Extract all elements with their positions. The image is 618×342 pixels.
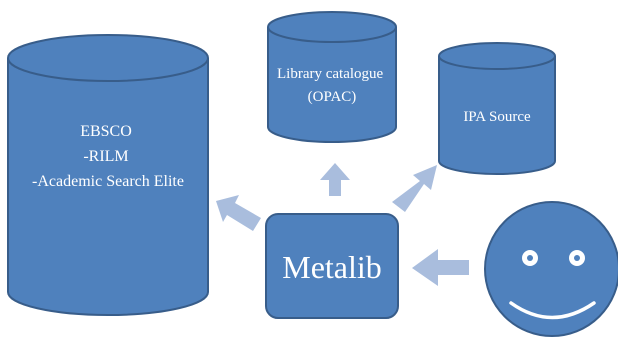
ebsco-label-line-1: EBSCO [80,123,132,140]
ebsco-label-line-3: -Academic Search Elite [32,173,184,190]
opac-database-cylinder: Library catalogue (OPAC) [267,11,397,143]
metalib-box: Metalib [265,213,399,319]
arrow-metalib-to-ipa-source [392,165,437,212]
ebsco-database-cylinder: EBSCO -RILM -Academic Search Elite [7,34,209,316]
arrow-metalib-to-opac [320,163,350,196]
smiley-face-icon [484,201,618,337]
opac-label-line-2: (OPAC) [308,89,357,105]
ebsco-label-line-2: -RILM [83,148,128,165]
opac-label-line-1: Library catalogue [277,66,384,82]
ipa-source-label: IPA Source [463,109,531,125]
svg-text:IPA Source: IPA Source [463,109,531,125]
ipa-source-database-cylinder: IPA Source [438,42,556,175]
metalib-label: Metalib [282,249,382,285]
arrow-metalib-to-ebsco [216,195,261,231]
svg-text:EBSCO -RILM -Acade: EBSCO -RILM -Academic Search Elite [32,123,184,190]
arrow-user-to-metalib [412,249,469,286]
svg-text:Library catalogue (OPAC): Library catalogue (OPAC) [277,66,387,105]
